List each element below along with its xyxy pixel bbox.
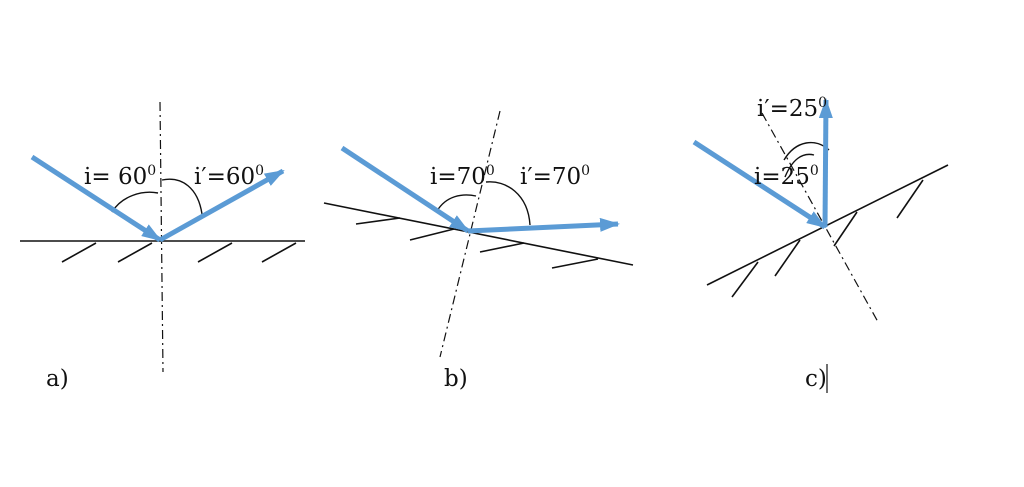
- incident-ray: [692, 139, 827, 230]
- panel-c: i′=250 i=250 c): [692, 95, 949, 393]
- incident-ray: [340, 145, 470, 234]
- angle-arc-reflected: [161, 178, 203, 215]
- panel-label: c): [805, 366, 827, 392]
- reflection-angle-label: i′=250: [757, 95, 827, 122]
- panel-label: a): [46, 366, 69, 392]
- reflection-angle-label: i′=600: [194, 163, 264, 190]
- incident-ray: [30, 154, 162, 243]
- panel-a: i= 600 i′=600 a): [20, 101, 305, 392]
- incidence-angle-label: i=250: [754, 163, 819, 190]
- panel-b: i=700 i′=700 b): [323, 110, 634, 392]
- incidence-angle-label: i= 600: [84, 163, 156, 190]
- mirror-hatching: [61, 242, 297, 263]
- reflected-ray: [158, 168, 285, 243]
- angle-arc-incident: [436, 194, 477, 212]
- mirror-hatching: [355, 217, 599, 269]
- mirror-surface: [323, 202, 634, 266]
- mirror-hatching: [731, 179, 924, 298]
- reflected-ray: [467, 217, 620, 234]
- reflected-ray: [818, 98, 833, 228]
- incidence-angle-label: i=700: [430, 163, 495, 190]
- panel-label: b): [444, 366, 468, 392]
- angle-arc-incident: [111, 191, 159, 213]
- angle-arc-incident: [784, 153, 815, 178]
- normal-line: [439, 110, 501, 358]
- angle-arc-reflected: [485, 181, 531, 226]
- angle-arc-reflected: [783, 141, 830, 161]
- reflection-angle-label: i′=700: [520, 163, 590, 190]
